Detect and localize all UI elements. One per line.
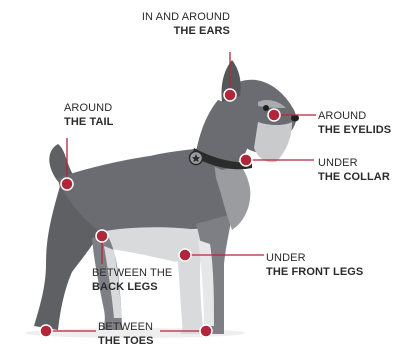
label-ears-line2: THE EARS — [142, 24, 230, 38]
label-tail: AROUND THE TAIL — [64, 101, 113, 129]
label-front-legs-line2: THE FRONT LEGS — [266, 265, 363, 279]
label-collar: UNDER THE COLLAR — [318, 156, 390, 184]
label-tail-line2: THE TAIL — [64, 115, 113, 129]
label-tail-line1: AROUND — [64, 101, 113, 115]
marker-dot-tail — [61, 178, 73, 190]
label-ears-line1: IN AND AROUND — [142, 10, 230, 24]
marker-dot-toes-right — [200, 325, 212, 337]
dog-eye — [263, 105, 269, 111]
marker-dot-collar — [240, 154, 252, 166]
label-eyelids: AROUND THE EYELIDS — [318, 109, 391, 137]
label-back-legs-line2: BACK LEGS — [92, 280, 172, 294]
dog-beard — [254, 122, 292, 162]
marker-dot-toes-left — [40, 325, 52, 337]
label-collar-line2: THE COLLAR — [318, 170, 390, 184]
label-ears: IN AND AROUND THE EARS — [142, 10, 230, 38]
label-front-legs: UNDER THE FRONT LEGS — [266, 251, 363, 279]
marker-dot-eyelids — [268, 109, 280, 121]
label-collar-line1: UNDER — [318, 156, 390, 170]
marker-dot-ears — [224, 89, 236, 101]
marker-dot-front-legs — [179, 249, 191, 261]
label-front-legs-line1: UNDER — [266, 251, 363, 265]
label-eyelids-line2: THE EYELIDS — [318, 123, 391, 137]
label-eyelids-line1: AROUND — [318, 109, 391, 123]
label-back-legs-line1: BETWEEN THE — [92, 266, 172, 280]
label-toes-line2: THE TOES — [98, 334, 154, 348]
label-back-legs: BETWEEN THE BACK LEGS — [92, 266, 172, 294]
marker-dot-back-legs — [96, 230, 108, 242]
label-toes: BETWEEN THE TOES — [98, 320, 154, 348]
label-toes-line1: BETWEEN — [98, 320, 154, 334]
